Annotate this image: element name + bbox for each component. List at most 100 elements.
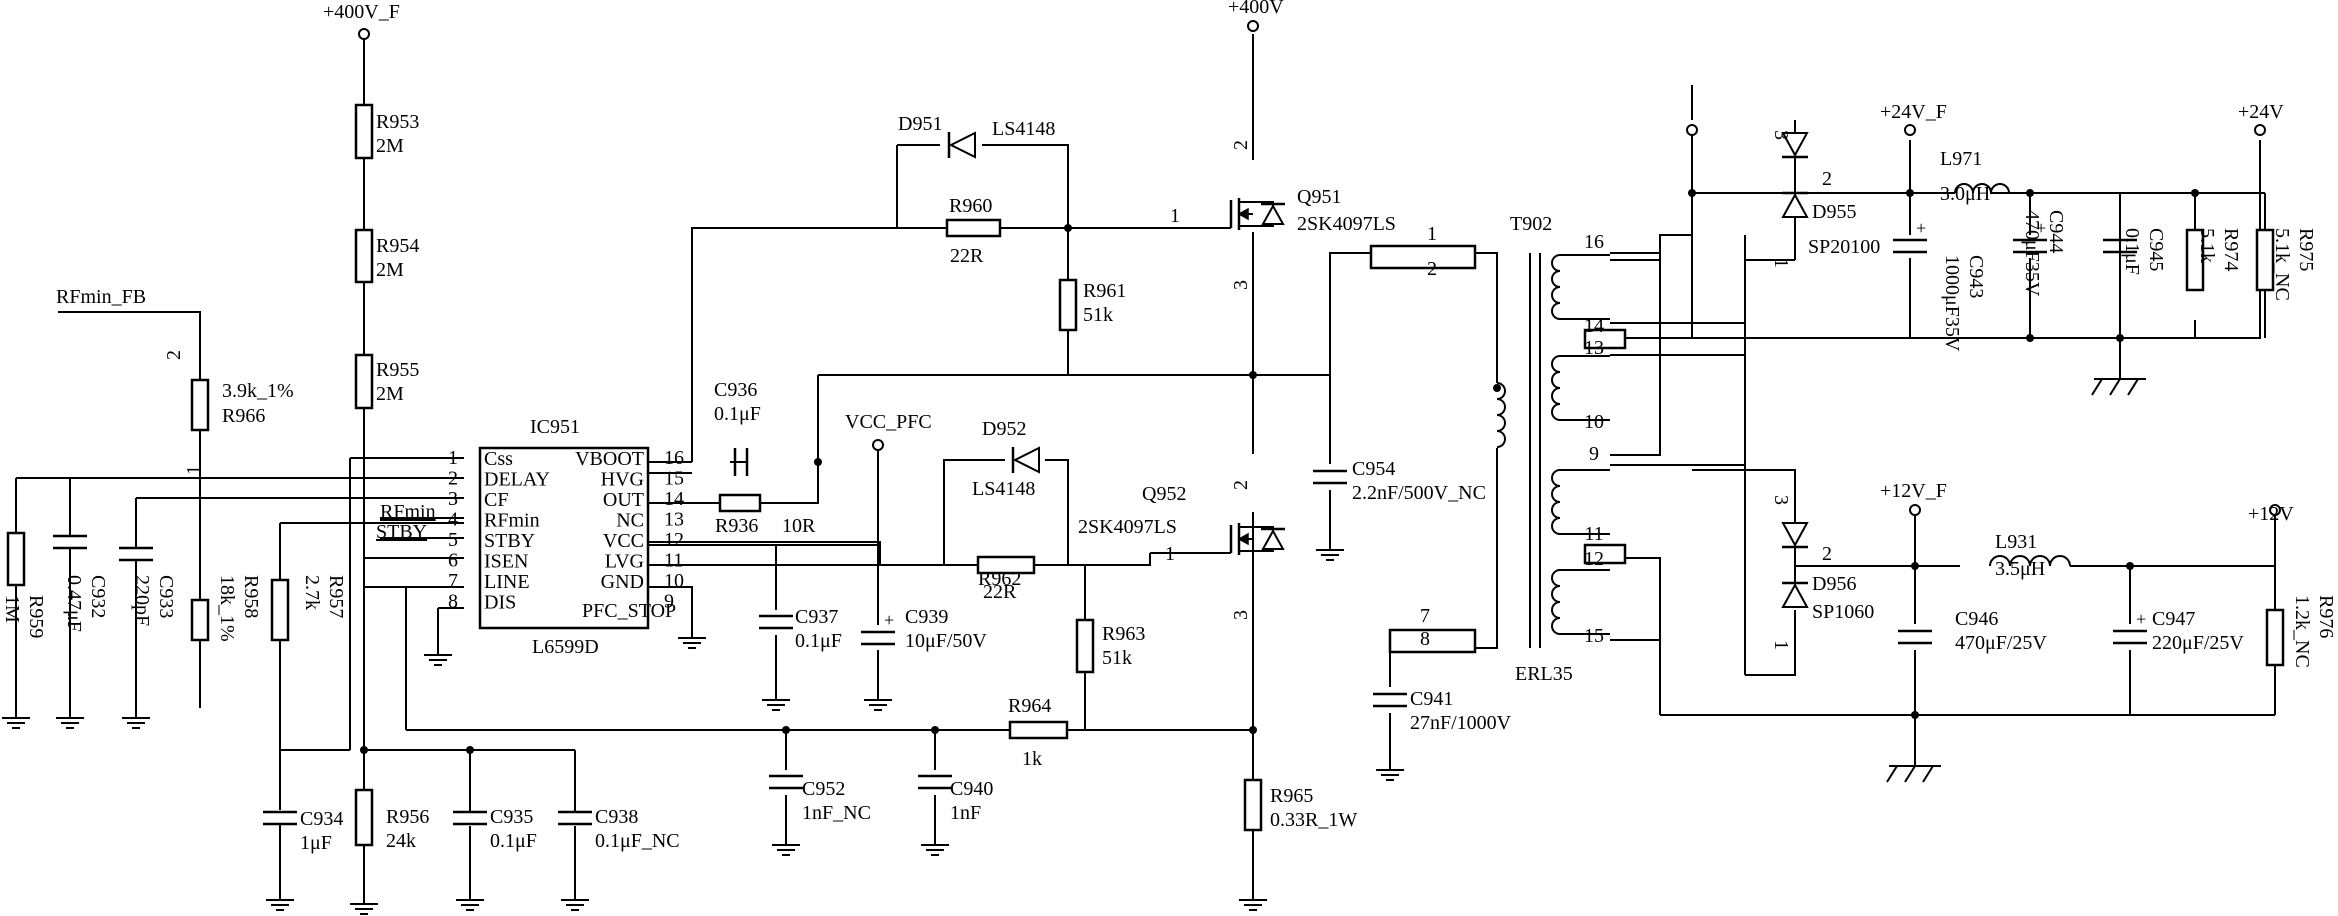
resistor-body	[190, 378, 210, 432]
diode-d952	[1011, 446, 1040, 474]
diode-triangle	[1781, 132, 1809, 158]
wire	[982, 144, 1069, 228]
ic-pin-number: 5	[448, 529, 458, 551]
wire	[1329, 252, 1371, 375]
rail-label: +400V_F	[323, 1, 400, 23]
winding-pin-box	[1388, 628, 1477, 654]
ic-pin-number: 16	[664, 447, 684, 469]
value-label: 51k	[1102, 647, 1132, 669]
wire	[1610, 322, 1746, 466]
net-label: STBY	[376, 521, 427, 543]
wire	[1034, 564, 1086, 628]
pin-number: 2	[1230, 480, 1252, 490]
ic-ref: IC951	[530, 416, 580, 438]
capacitor-c934	[263, 810, 297, 826]
value-label: 5.1k_NC	[2271, 228, 2293, 301]
ref-label: C954	[1352, 458, 1395, 480]
ground-symbol	[2, 708, 30, 729]
ic-pin-name: DIS	[484, 592, 516, 614]
junction-dot	[2026, 189, 2034, 197]
polarity-mark: +	[2136, 609, 2146, 629]
ref-label: R962	[978, 568, 1021, 590]
ref-label: C947	[2152, 608, 2195, 630]
value-label: 0.33R_1W	[1270, 809, 1357, 831]
junction-dot	[782, 726, 790, 734]
ic-pin-name: Css	[484, 448, 513, 470]
rail-label: +12V	[2248, 503, 2294, 525]
capacitor-c935	[453, 810, 487, 826]
resistor-r957	[270, 578, 290, 642]
wire	[1659, 172, 1693, 310]
resistor-r962	[976, 555, 1036, 575]
ref-label: C935	[490, 806, 533, 828]
wire	[691, 227, 947, 462]
ground-symbol	[678, 628, 706, 649]
ic-pin-number: 15	[664, 468, 684, 490]
ground-symbol	[350, 894, 378, 915]
value-label: 1μF	[300, 832, 332, 854]
ground-symbol	[762, 690, 790, 711]
pin-number: 2	[1822, 168, 1832, 190]
terminal-ring	[1686, 124, 1698, 136]
ref-label: C946	[1955, 608, 1998, 630]
resistor-r955	[354, 353, 374, 410]
body-diode	[1261, 203, 1285, 225]
capacitor-c947: +	[2113, 609, 2147, 645]
pin-number: 2	[1230, 140, 1252, 150]
wire-layer	[15, 34, 2276, 894]
component-layer: ++++	[2, 20, 2285, 915]
wire	[1610, 140, 2261, 339]
resistor-r965	[1243, 778, 1263, 832]
pin-number: 1	[1165, 543, 1175, 565]
ic-pin-number: 6	[448, 550, 458, 572]
chassis-ground	[1886, 752, 1941, 783]
value-label: 1nF	[950, 802, 981, 824]
junction-dot	[2191, 189, 2199, 197]
ic-pin-number: 2	[448, 468, 458, 490]
ground-symbol	[772, 835, 800, 856]
resistor-r963	[1075, 618, 1095, 674]
junction-dot	[1906, 189, 1914, 197]
value-label: 0.47μF	[63, 575, 85, 632]
junction-dot	[1911, 562, 1919, 570]
value-label: 1000μF35V	[1941, 255, 1963, 352]
resistor-r956	[354, 788, 374, 847]
inductor-l931	[1989, 555, 2071, 567]
ground-hatch	[2127, 378, 2139, 396]
transformer-primary	[1496, 382, 1506, 448]
capacitor-c937	[759, 614, 793, 630]
value-label: 1nF_NC	[802, 802, 871, 824]
junction-dot	[814, 458, 822, 466]
resistor-body	[354, 103, 374, 160]
value-label: 2SK4097LS	[1297, 213, 1396, 235]
terminal-ring	[2269, 504, 2281, 516]
capacitor-c940	[918, 774, 952, 790]
resistor-body	[354, 353, 374, 410]
value-label: SP20100	[1808, 236, 1880, 258]
resistor-body	[270, 578, 290, 642]
capacitor-c952	[769, 774, 803, 790]
junction-dot	[931, 726, 939, 734]
terminal-ring	[1904, 124, 1916, 136]
transformer-winding-16-14	[1551, 254, 1561, 320]
ref-label: C939	[905, 606, 948, 628]
resistor-body	[1075, 618, 1095, 674]
value-label: 2SK4097LS	[1078, 516, 1177, 538]
ground-hatch	[1904, 765, 1916, 783]
ic-pin-number: 10	[664, 570, 684, 592]
label-layer: +400V_F+400V+24V_F+24V+12V_F+12VVCC_PFCR…	[1, 0, 2337, 854]
value-label: 18k_1%	[216, 575, 238, 642]
capacitor-c933	[119, 546, 153, 562]
ref-label: R956	[386, 806, 429, 828]
ic-pin-name: CF	[484, 489, 508, 511]
wire	[58, 311, 201, 380]
value-label: 2M	[376, 135, 404, 157]
ic-pin-number: 9	[664, 591, 674, 613]
mosfet-q951	[1150, 198, 1285, 230]
capacitor-c943: +	[1893, 218, 1927, 254]
ref-label: C941	[1410, 688, 1453, 710]
ic-pin-number: 12	[664, 529, 684, 551]
wire	[1745, 610, 1796, 676]
ic-l6599d	[478, 446, 650, 630]
diode-d956b	[1781, 581, 1809, 608]
